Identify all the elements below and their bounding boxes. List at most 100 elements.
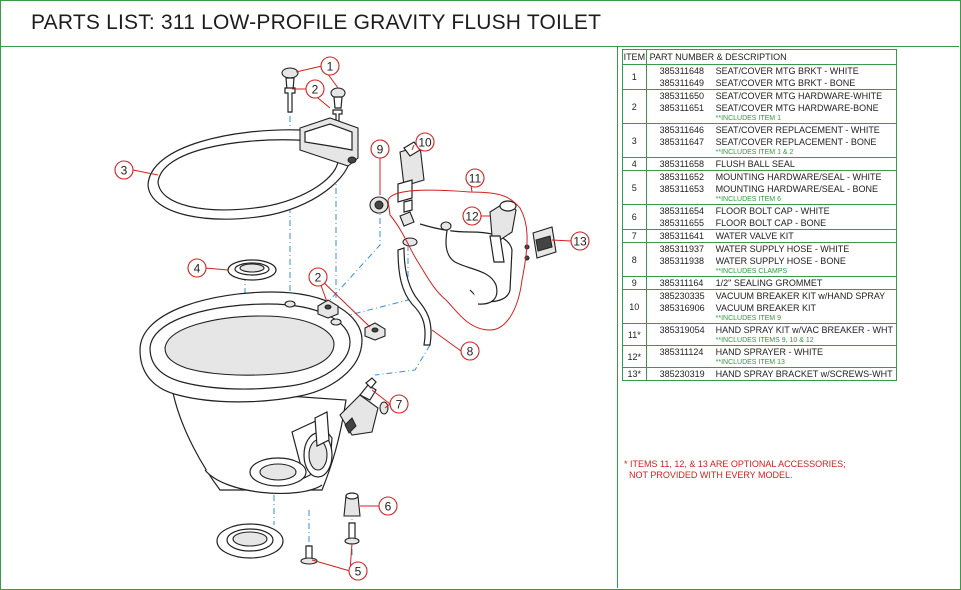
part-number: 385311646	[659, 125, 705, 135]
part-description: VACUUM BREAKER KIT	[715, 303, 816, 313]
callout-item-12: 12	[462, 206, 482, 226]
seat-hardware	[317, 299, 386, 341]
part-description: VACUUM BREAKER KIT w/HAND SPRAY	[715, 291, 886, 301]
includes-note: **INCLUDES CLAMPS	[715, 268, 788, 275]
item-number: 2	[622, 89, 647, 124]
part-description: FLUSH BALL SEAL	[715, 159, 795, 169]
part-number: 385311124	[659, 347, 704, 357]
callout-item-2-top: 2	[305, 79, 325, 99]
callout-item-11: 11	[465, 168, 485, 188]
part-number: 385311649	[659, 78, 705, 88]
part-description: SEAT/COVER MTG BRKT - BONE	[715, 78, 856, 88]
includes-note: **INCLUDES ITEM 13	[715, 359, 785, 366]
part-description: HAND SPRAY KIT w/VAC BREAKER - WHT	[715, 325, 893, 335]
part-description: MOUNTING HARDWARE/SEAL - BONE	[715, 184, 878, 194]
svg-text:2: 2	[315, 271, 322, 285]
part-number: 385311938	[659, 256, 705, 266]
svg-text:9: 9	[377, 143, 384, 157]
part-number: 385319054	[659, 325, 705, 335]
part-description: WATER SUPPLY HOSE - BONE	[715, 256, 846, 266]
seat-cover-assembly	[147, 117, 359, 220]
callout-item-2-bowl: 2	[308, 267, 328, 287]
svg-text:6: 6	[385, 500, 392, 514]
column-header-description: PART NUMBER & DESCRIPTION	[645, 49, 898, 65]
water-supply-hose	[397, 237, 432, 346]
callout-item-10: 10	[415, 132, 435, 152]
item-number: 4	[622, 157, 647, 171]
part-line: 385316906 VACUUM BREAKER KIT	[650, 302, 893, 314]
part-description: SEAT/COVER MTG HARDWARE-WHITE	[715, 91, 883, 101]
hand-spray-kit	[419, 200, 557, 305]
exploded-view-diagram: 1 2 3 4 2 5 6 7 8 9 10 11 12 13	[114, 56, 590, 581]
part-description: SEAT/COVER MTG BRKT - WHITE	[715, 66, 859, 76]
callout-item-9: 9	[370, 139, 390, 159]
part-line: 385319054 HAND SPRAY KIT w/VAC BREAKER - …	[650, 324, 893, 336]
table-row: 10 385230335 VACUUM BREAKER KIT w/HAND SPR…	[622, 289, 898, 324]
part-number: 385311647	[659, 137, 705, 147]
part-description: FLOOR BOLT CAP - BONE	[715, 218, 827, 228]
part-number: 385316906	[659, 303, 705, 313]
item-number: 12*	[622, 345, 647, 368]
floor-bolt-cap	[343, 492, 361, 517]
item-number: 11*	[622, 323, 647, 346]
callout-item-13: 13	[570, 231, 590, 251]
part-description-cell: 385311646 SEAT/COVER REPLACEMENT - WHITE 3…	[645, 123, 898, 158]
callout-leaders	[132, 65, 572, 572]
item-number: 9	[622, 276, 647, 290]
part-number: 385311937	[659, 244, 705, 254]
svg-text:3: 3	[121, 164, 128, 178]
column-header-item: ITEM	[622, 49, 647, 65]
part-description: SEAT/COVER REPLACEMENT - BONE	[715, 137, 877, 147]
svg-text:10: 10	[418, 136, 432, 150]
part-description: HAND SPRAY BRACKET w/SCREWS-WHT	[715, 369, 893, 379]
svg-text:4: 4	[194, 262, 201, 276]
part-number: 385311650	[659, 91, 705, 101]
table-row: 11* 385319054 HAND SPRAY KIT w/VAC BREAKER…	[622, 323, 898, 346]
callout-item-4: 4	[187, 258, 207, 278]
table-row: 3 385311646 SEAT/COVER REPLACEMENT - WHITE…	[622, 123, 898, 158]
water-valve	[339, 377, 389, 436]
svg-text:12: 12	[465, 210, 479, 224]
part-description: WATER VALVE KIT	[715, 231, 794, 241]
sealing-grommet	[369, 196, 389, 214]
page-title: PARTS LIST: 311 LOW-PROFILE GRAVITY FLUS…	[31, 11, 602, 34]
item-number: 8	[622, 242, 647, 277]
part-description: WATER SUPPLY HOSE - WHITE	[715, 244, 850, 254]
item-number: 13*	[622, 367, 647, 381]
includes-note: **INCLUDES ITEM 1	[715, 115, 781, 122]
table-header-row: ITEM PART NUMBER & DESCRIPTION	[622, 49, 898, 65]
part-line: 385311937 WATER SUPPLY HOSE - WHITE	[650, 243, 893, 255]
panel-divider	[617, 46, 618, 588]
item-number: 3	[622, 123, 647, 158]
part-number: 385230335	[659, 291, 705, 301]
item-number: 10	[622, 289, 647, 324]
callout-item-3: 3	[114, 160, 134, 180]
part-description: SEAT/COVER REPLACEMENT - WHITE	[715, 125, 880, 135]
toilet-bowl	[139, 291, 363, 494]
part-line: 385230335 VACUUM BREAKER KIT w/HAND SPRAY	[650, 290, 893, 302]
